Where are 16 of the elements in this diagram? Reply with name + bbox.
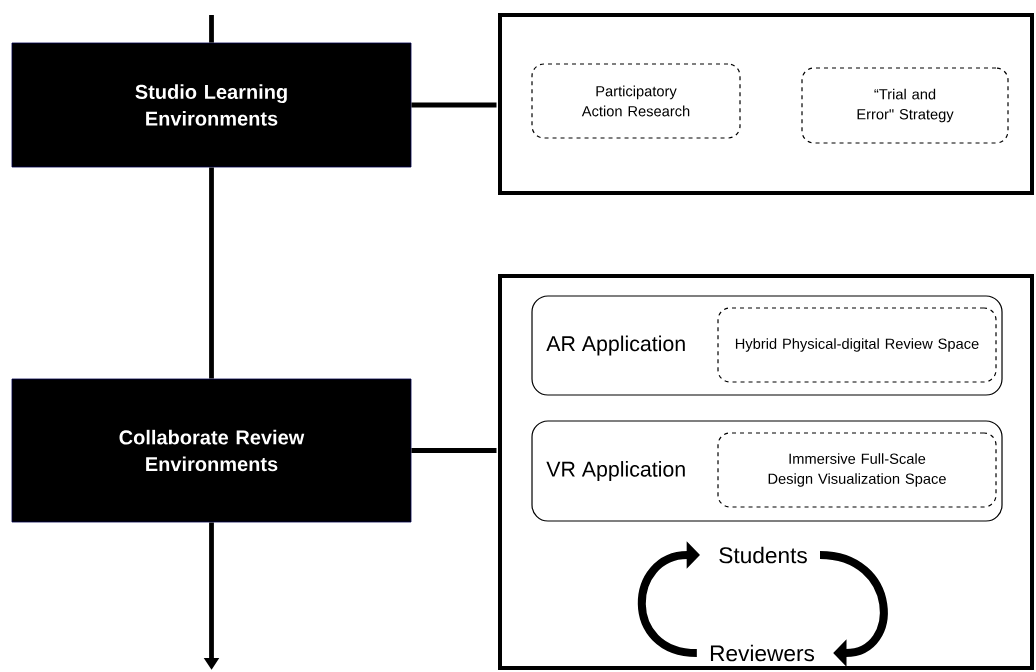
connector-line: [411, 448, 497, 453]
dashed-box: Immersive Full-Scale Design Visualization Space: [717, 432, 997, 508]
group-panel: [498, 13, 1034, 195]
cycle-arrow: [819, 551, 888, 667]
connector-line: [209, 167, 214, 379]
process-box: Studio Learning Environments: [11, 42, 412, 168]
dashed-box: “Trial and Error" Strategy: [801, 67, 1009, 144]
label-text: Students: [719, 546, 807, 564]
label-text: Reviewers: [710, 644, 815, 662]
dashed-box: Hybrid Physical-digital Review Space: [717, 307, 997, 383]
dashed-box: Participatory Action Research: [531, 63, 741, 139]
cycle-arrow: [637, 541, 700, 657]
group-panel: [498, 274, 1034, 670]
connector-line: [411, 102, 497, 108]
connector-line: [209, 15, 214, 43]
process-box: Collaborate Review Environments: [11, 378, 412, 523]
